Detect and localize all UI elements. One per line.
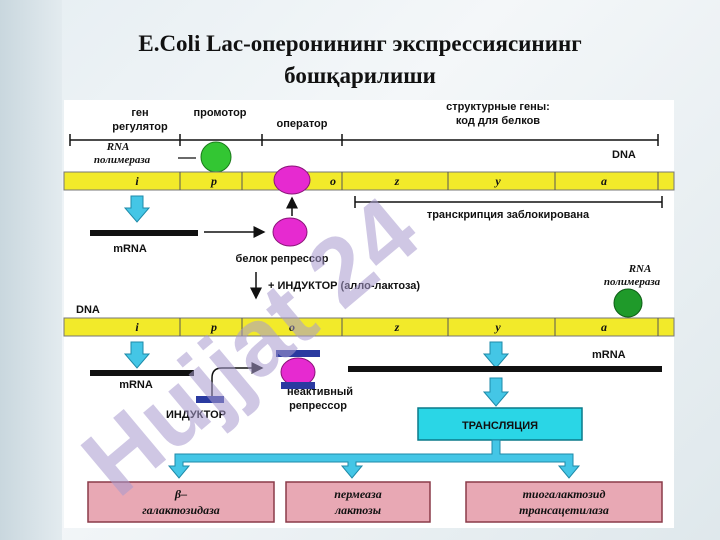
svg-text:лактозы: лактозы [334, 503, 381, 517]
repressor-bound-top [273, 165, 311, 195]
promoter-label: промотор [193, 107, 246, 119]
gene-o-bottom: o [289, 320, 295, 334]
translation-branches [167, 439, 581, 479]
structural-genes-label-1: структурные гены: [446, 101, 550, 113]
rna-polymerase-label-4: полимераза [604, 276, 661, 288]
inducer-molecule [196, 396, 224, 403]
translation-box [417, 407, 583, 441]
arrow-transcribe-regulator-bottom [123, 341, 151, 369]
mrna-label-bottom-left: mRNA [119, 379, 153, 391]
gene-a-bottom: a [601, 320, 607, 334]
rna-polymerase-top [200, 141, 232, 173]
protein-box-transacetylase: тиогалактозид трансацетилаза [465, 481, 663, 523]
operator-label: оператор [277, 118, 328, 130]
gene-z-bottom: z [394, 320, 400, 334]
svg-text:трансацетилаза: трансацетилаза [519, 503, 609, 517]
rna-polymerase-label-3: RNA [628, 263, 652, 275]
gene-p-bottom: p [210, 320, 217, 334]
rna-polymerase-label-2: полимераза [94, 154, 151, 166]
protein-box-beta-galactosidase: β– галактозидаза [87, 481, 275, 523]
repressor-protein-label: белок репрессор [236, 253, 329, 265]
dna-strip-top: i p o z y a [63, 171, 675, 191]
gene-a-top: a [601, 174, 607, 188]
rna-polymerase-bottom [613, 288, 643, 318]
mrna-strand-bottom-left [90, 370, 194, 376]
translation-label: ТРАНСЛЯЦИЯ [462, 420, 538, 432]
arrow-to-translation [482, 377, 510, 407]
mrna-label-bottom-right: mRNA [592, 349, 626, 361]
mrna-strand-polycistronic [348, 366, 662, 372]
gene-regulator-label-2: регулятор [112, 121, 168, 133]
inducer-label: ИНДУКТОР [166, 409, 226, 421]
slide-title: E.Coli Lac-оперонининг экспрессиясининг … [138, 31, 582, 88]
gene-regulator-label-1: ген [131, 107, 148, 119]
dna-label-top: DNA [612, 149, 636, 161]
gene-z-top: z [394, 174, 400, 188]
inducer-on-repressor-top [276, 350, 320, 357]
svg-text:пермеаза: пермеаза [334, 487, 381, 501]
svg-text:тиогалактозид: тиогалактозид [523, 487, 606, 501]
arrow-transcribe-regulator-top [123, 195, 151, 223]
structural-genes-label-2: код для белков [456, 115, 540, 127]
repressor-protein [272, 217, 308, 247]
mrna-strand-top [90, 230, 198, 236]
slide-side-decoration [0, 0, 62, 540]
transcription-blocked-label: транскрипция заблокирована [427, 209, 590, 221]
dna-strip-bottom: i p o z y a [63, 317, 675, 337]
gene-y-top: y [493, 174, 501, 188]
svg-text:β–: β– [174, 487, 187, 501]
mrna-label-top: mRNA [113, 243, 147, 255]
gene-p-top: p [210, 174, 217, 188]
gene-ruler [69, 134, 659, 146]
inducer-on-repressor-bottom [281, 382, 315, 389]
inducer-step-label: + ИНДУКТОР (алло-лактоза) [268, 280, 420, 292]
dna-label-bottom: DNA [76, 304, 100, 316]
rna-polymerase-label-1: RNA [106, 141, 130, 153]
inactive-repressor-label-1: неактивный [287, 386, 353, 398]
gene-y-bottom: y [493, 320, 501, 334]
arrow-transcribe-structural [482, 341, 510, 369]
inactive-repressor-label-2: репрессор [289, 400, 347, 412]
gene-i-top: i [135, 174, 139, 188]
gene-o-top: o [330, 174, 336, 188]
svg-text:галактозидаза: галактозидаза [142, 503, 220, 517]
gene-i-bottom: i [135, 320, 139, 334]
protein-box-lactose-permease: пермеаза лактозы [285, 481, 431, 523]
